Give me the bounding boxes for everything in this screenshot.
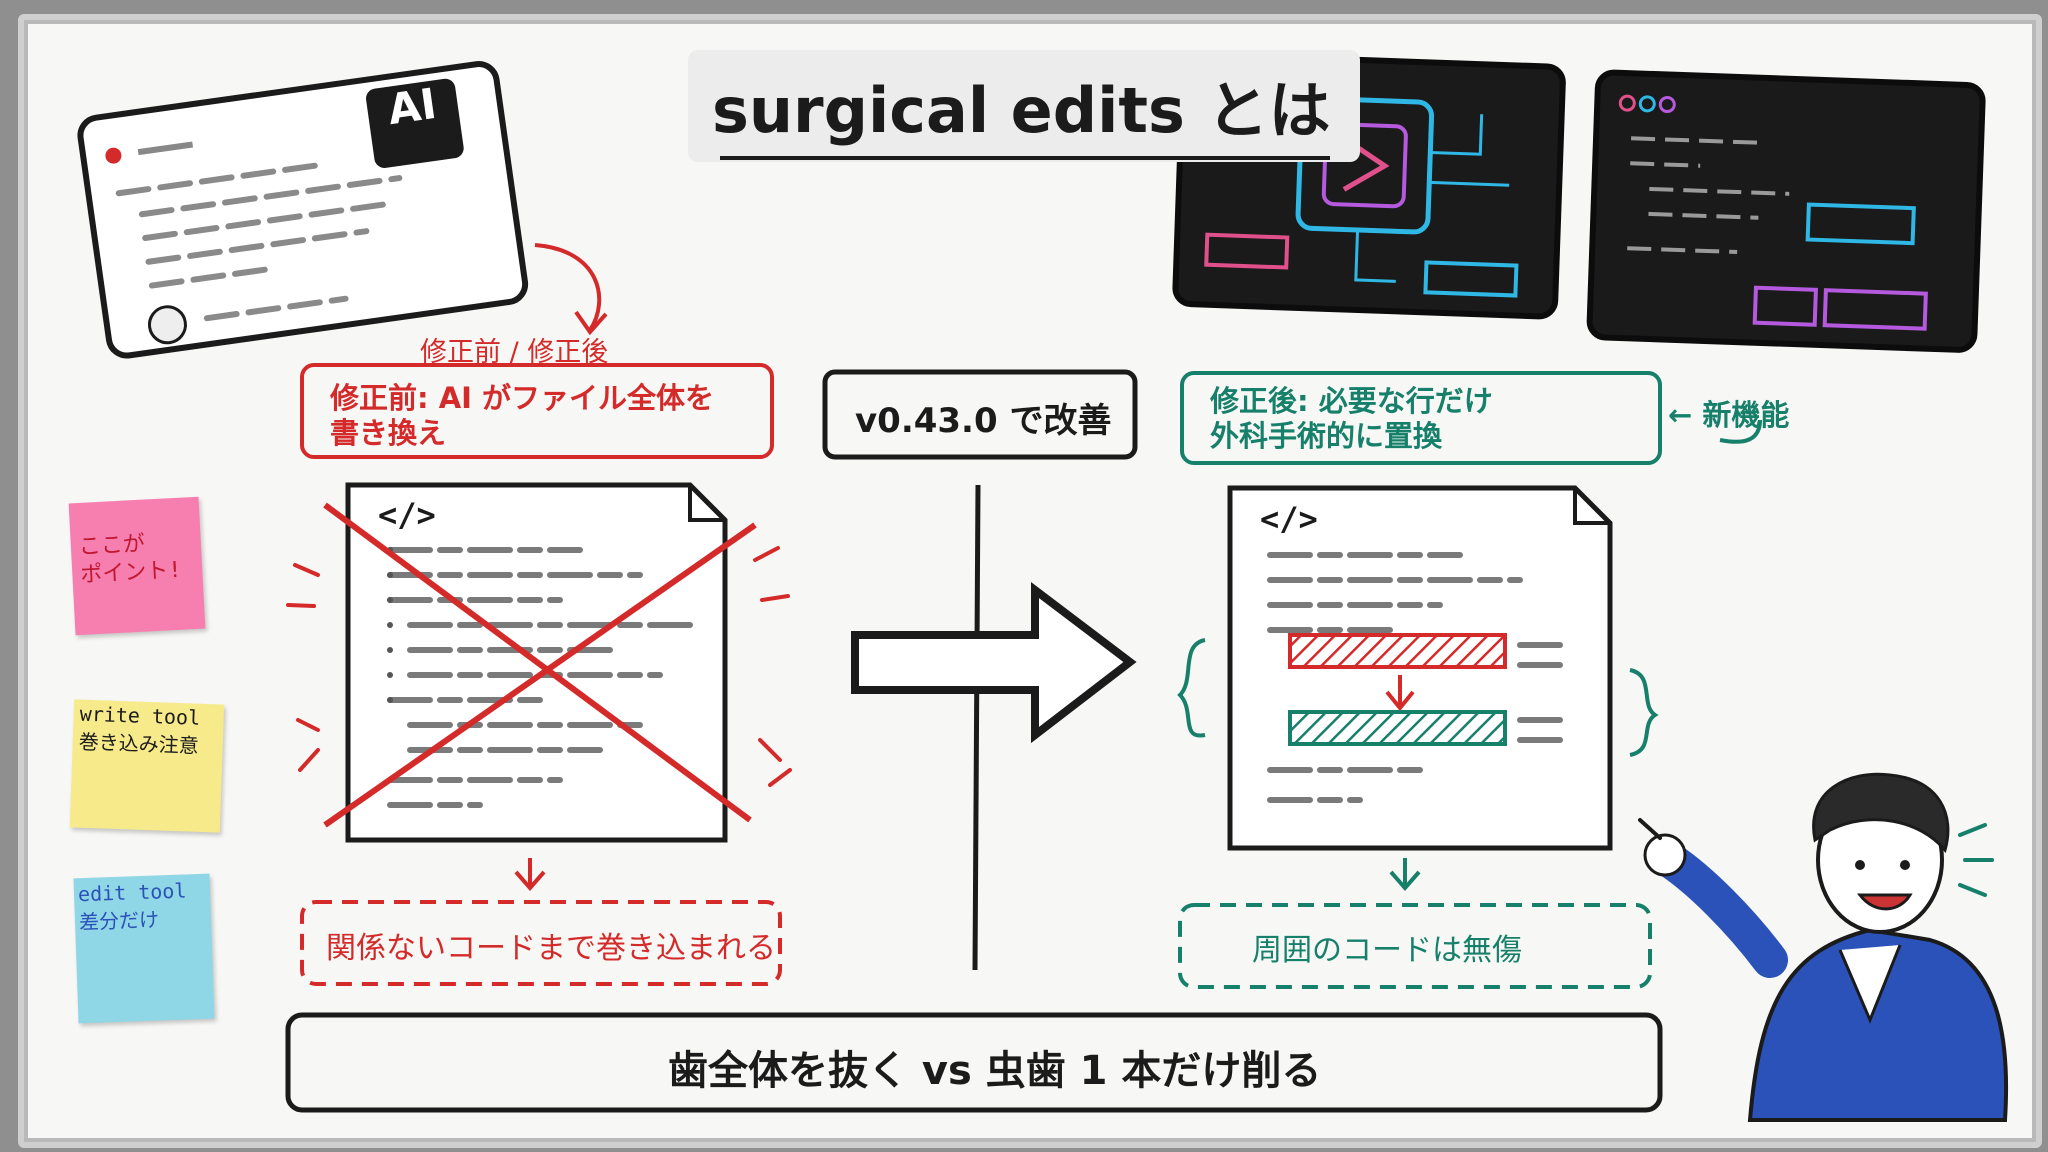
sticky-note-write-tool: write tool 巻き込み注意 (69, 699, 225, 833)
sticky-note-line2: 巻き込み注意 (78, 729, 200, 758)
before-label-line2: 書き換え (330, 416, 447, 450)
ai-window-card (77, 61, 529, 359)
before-document-icon (286, 482, 792, 843)
version-label-box (822, 369, 1138, 460)
after-result-label: 周囲のコードは無傷 (1252, 933, 1522, 968)
sticky-note-line2: 差分だけ (78, 907, 160, 935)
code-glyph-left: </> (378, 496, 436, 534)
sticky-note-line2: ポイント! (79, 557, 183, 588)
before-after-caption: 修正前 / 修正後 (420, 337, 609, 368)
right-brace-icon (1629, 668, 1659, 757)
window-dot-icon (1658, 96, 1676, 114)
after-document-icon (1177, 485, 1659, 851)
code-tablet (1586, 69, 1986, 353)
left-brace-icon (1177, 638, 1206, 738)
down-arrow-icon (1389, 858, 1421, 892)
big-right-arrow-icon (851, 581, 1137, 744)
bottom-banner-box (285, 1012, 1663, 1113)
curved-arrow-icon (534, 243, 602, 332)
after-label-line1: 修正後: 必要な行だけ (1210, 384, 1493, 418)
before-label-line1: 修正前: AI がファイル全体を (330, 381, 715, 415)
sticky-note-edit-tool: edit tool 差分だけ (73, 873, 215, 1024)
title-panel (688, 50, 1360, 162)
title-underline (720, 156, 1330, 160)
ai-badge-icon (366, 78, 464, 168)
removed-line-highlight (1288, 633, 1507, 669)
down-arrow-icon (514, 858, 546, 892)
divider-line (972, 484, 981, 971)
page-title: surgical edits とは (712, 74, 1331, 147)
after-result-box (1178, 903, 1652, 989)
after-label-line2: 外科手術的に置換 (1210, 419, 1443, 453)
version-label: v0.43.0 で改善 (855, 401, 1112, 441)
window-dot-icon (1638, 95, 1656, 113)
after-label-box (1180, 371, 1662, 465)
new-feature-label: ← 新機能 (1668, 398, 1790, 432)
sticky-note-line1: edit tool (77, 878, 187, 907)
before-result-box (300, 900, 782, 986)
code-glyph-right: </> (1260, 500, 1318, 538)
added-line-highlight (1288, 710, 1507, 746)
cross-icon (323, 502, 752, 823)
new-feature-arrow-icon (1719, 419, 1762, 444)
before-result-label: 関係ないコードまで巻き込まれる (326, 931, 776, 966)
before-label-box (300, 363, 774, 459)
ai-badge-label: AI (384, 78, 440, 135)
presenter-character (1638, 772, 2009, 1122)
window-dot-icon (105, 147, 122, 164)
avatar-icon (147, 305, 187, 345)
bottom-banner-label: 歯全体を抜く vs 虫歯 1 本だけ削る (668, 1048, 1322, 1094)
replace-arrow-icon (1385, 675, 1415, 712)
sticky-note-point: ここが ポイント! (68, 496, 206, 636)
window-dot-icon (1618, 94, 1636, 112)
